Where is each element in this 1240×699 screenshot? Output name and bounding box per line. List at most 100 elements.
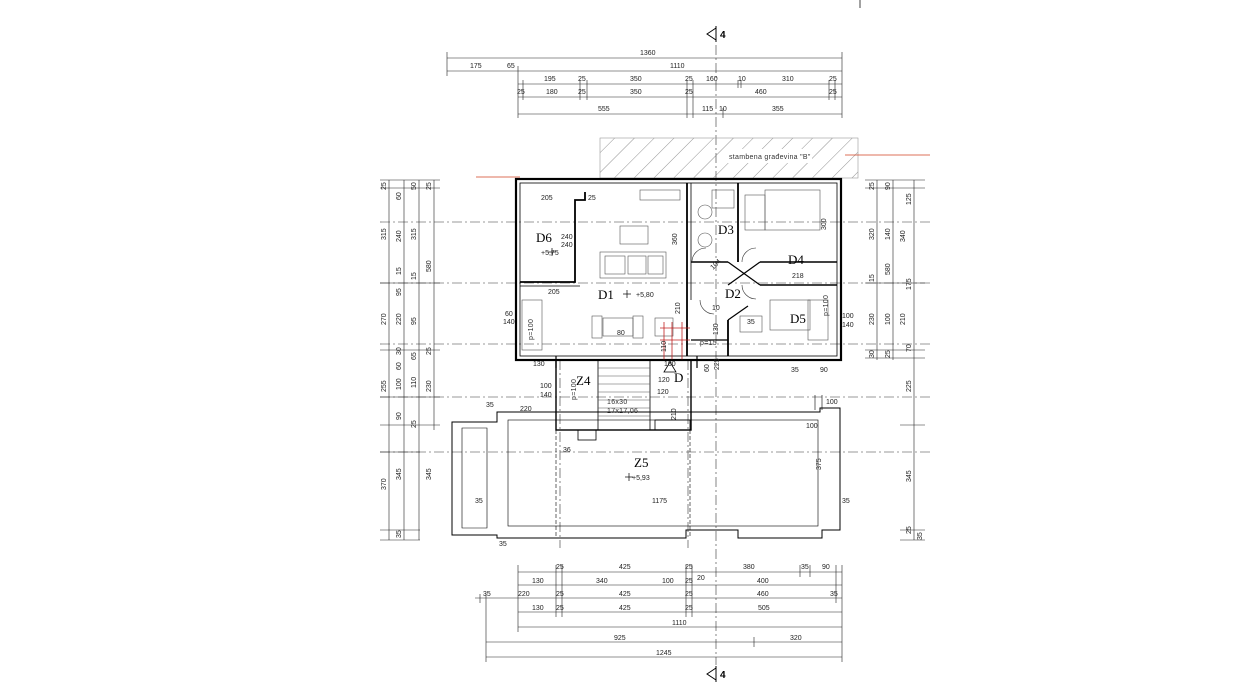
dim-top-r3e: 160 xyxy=(706,76,718,83)
bottom-dimension-lines xyxy=(475,565,843,662)
note-stair-a: 16x30 xyxy=(607,399,628,406)
dim-inner: 60 xyxy=(505,311,513,318)
dim-top-r4c: 25 xyxy=(578,89,586,96)
room-label-z4: Z4 xyxy=(576,373,591,388)
top-dimension-lines xyxy=(446,52,843,118)
dim-bottom: 35 xyxy=(830,591,838,598)
dim-left: 580 xyxy=(426,260,433,272)
dim-top-r5a: 555 xyxy=(598,106,610,113)
level-markers xyxy=(548,248,633,481)
room-label-d5: D5 xyxy=(790,311,806,326)
dim-top-r2a: 175 xyxy=(470,63,482,70)
note-p100-left: p=100 xyxy=(528,319,535,340)
dim-left: 220 xyxy=(396,313,403,325)
dim-bottom: 425 xyxy=(619,564,631,571)
dim-right: 340 xyxy=(900,230,907,242)
dim-inner: 35 xyxy=(842,498,850,505)
dim-right: 580 xyxy=(885,263,892,275)
dim-inner: 375 xyxy=(816,458,823,470)
neighbor-label-bg xyxy=(726,149,812,163)
dim-top-r3h: 25 xyxy=(829,76,837,83)
dim-inner: 35 xyxy=(486,402,494,409)
dim-inner: 35 xyxy=(791,367,799,374)
room-label-d6: D6 xyxy=(536,230,552,245)
room-label-d1: D1 xyxy=(598,287,614,302)
dim-left: 15 xyxy=(411,272,418,280)
dim-left: 65 xyxy=(411,352,418,360)
dim-left: 90 xyxy=(396,412,403,420)
left-dimension-lines xyxy=(380,179,440,541)
dim-right: 210 xyxy=(900,313,907,325)
dim-right: 140 xyxy=(885,228,892,240)
dim-inner: 10 xyxy=(712,305,720,312)
dim-inner: 1175 xyxy=(652,498,667,505)
dim-inner: 130 xyxy=(533,361,545,368)
dim-top-r3f: 10 xyxy=(738,76,746,83)
level-d6: +5,75 xyxy=(541,250,559,257)
dim-inner: 225 xyxy=(714,358,721,370)
dim-top-r4f: 460 xyxy=(755,89,767,96)
dim-bottom: 320 xyxy=(790,635,802,642)
dim-inner: 140 xyxy=(540,392,552,399)
dim-bottom: 25 xyxy=(685,591,693,598)
dim-left: 95 xyxy=(396,288,403,296)
dim-bottom: 25 xyxy=(685,578,693,585)
room-label-d: D xyxy=(674,370,683,385)
dim-inner: 100 xyxy=(842,313,854,320)
section-label-bottom: 4 xyxy=(720,670,726,681)
dim-bottom: 220 xyxy=(518,591,530,598)
room-label-z5: Z5 xyxy=(634,455,648,470)
section-label-top: 4 xyxy=(720,30,726,41)
dim-bottom: 35 xyxy=(801,564,809,571)
dim-inner: 35 xyxy=(747,319,755,326)
dim-top-r5b: 115 xyxy=(702,106,713,113)
room-label-d2: D2 xyxy=(725,286,741,301)
dim-right: 90 xyxy=(885,182,892,190)
dim-bottom: 100 xyxy=(662,578,674,585)
dim-left: 270 xyxy=(381,313,388,325)
dim-bottom: 25 xyxy=(685,605,693,612)
level-z5: +5,93 xyxy=(632,475,650,482)
bottom-dimensions: 25 425 25 380 35 90 130 340 100 25 20 40… xyxy=(483,564,838,657)
dim-inner: 110 xyxy=(661,341,668,352)
terrace-outline xyxy=(451,395,841,539)
dim-right: 35 xyxy=(917,532,924,540)
dim-right: 15 xyxy=(869,274,876,282)
dim-top-r5c: 10 xyxy=(719,106,727,113)
dim-inner: 205 xyxy=(541,195,553,202)
dim-right: 320 xyxy=(869,228,876,240)
stair-block xyxy=(555,359,692,441)
dim-top-r3d: 25 xyxy=(685,76,693,83)
dim-right: 25 xyxy=(885,350,892,358)
dim-right: 225 xyxy=(906,380,913,392)
dim-right: 25 xyxy=(906,526,913,534)
dim-right: 70 xyxy=(906,344,913,352)
left-dimensions: 25 60 50 25 315 240 315 15 580 95 15 270… xyxy=(381,182,433,538)
dim-bottom: 90 xyxy=(822,564,830,571)
dim-inner: 100 xyxy=(664,361,676,368)
dim-right: 175 xyxy=(906,278,913,290)
dim-left: 50 xyxy=(411,182,418,190)
door-swings xyxy=(691,247,757,315)
dim-bottom: 25 xyxy=(556,605,564,612)
dim-top-r3a: 195 xyxy=(544,76,556,83)
dim-bottom: 505 xyxy=(758,605,770,612)
dim-inner: 25 xyxy=(588,195,596,202)
dim-top-r3c: 350 xyxy=(630,76,642,83)
dim-inner: 120 xyxy=(657,389,669,396)
dim-right: 230 xyxy=(869,313,876,325)
dim-left: 25 xyxy=(426,347,433,355)
dim-inner: 36 xyxy=(563,447,571,454)
level-d1: +5,80 xyxy=(636,292,654,299)
dim-left: 25 xyxy=(426,182,433,190)
section-marker-bottom: 4 xyxy=(706,666,726,682)
dim-left: 345 xyxy=(426,468,433,480)
dim-right: 30 xyxy=(869,350,876,358)
dim-top-r4e: 25 xyxy=(685,89,693,96)
dim-inner: 360 xyxy=(672,233,679,245)
section-marker-top: 4 xyxy=(706,26,726,42)
dim-inner: 104 xyxy=(709,258,722,271)
dim-top-r4g: 25 xyxy=(829,89,837,96)
dim-bottom: 425 xyxy=(619,591,631,598)
